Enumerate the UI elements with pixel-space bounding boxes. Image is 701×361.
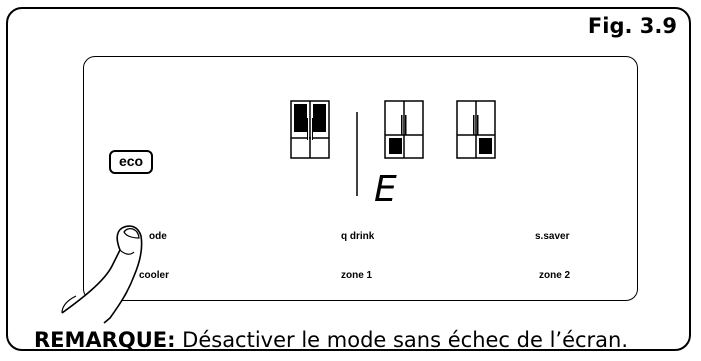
note-label: REMARQUE: <box>34 328 176 352</box>
fridge-icon-left[interactable] <box>290 100 330 159</box>
mode-button-label[interactable]: ode <box>149 231 167 242</box>
display-digit: E <box>374 169 397 210</box>
control-panel <box>83 56 638 301</box>
fridge-icon-middle[interactable] <box>384 100 424 159</box>
note-text: Désactiver le mode sans échec de l’écran… <box>175 328 629 352</box>
zone1-button-label[interactable]: zone 1 <box>341 270 373 281</box>
figure-label: Fig. 3.9 <box>587 14 677 38</box>
cooler-button-label[interactable]: cooler <box>139 270 170 281</box>
figure-frame <box>6 7 691 351</box>
fridge-icon-right[interactable] <box>456 100 496 159</box>
note-line: REMARQUE: Désactiver le mode sans échec … <box>34 328 628 352</box>
q-drink-button-label[interactable]: q drink <box>341 231 375 242</box>
s-saver-button-label[interactable]: s.saver <box>535 231 570 242</box>
zone2-button-label[interactable]: zone 2 <box>539 270 571 281</box>
eco-button[interactable]: eco <box>109 150 153 174</box>
pointing-finger-icon <box>61 225 143 324</box>
